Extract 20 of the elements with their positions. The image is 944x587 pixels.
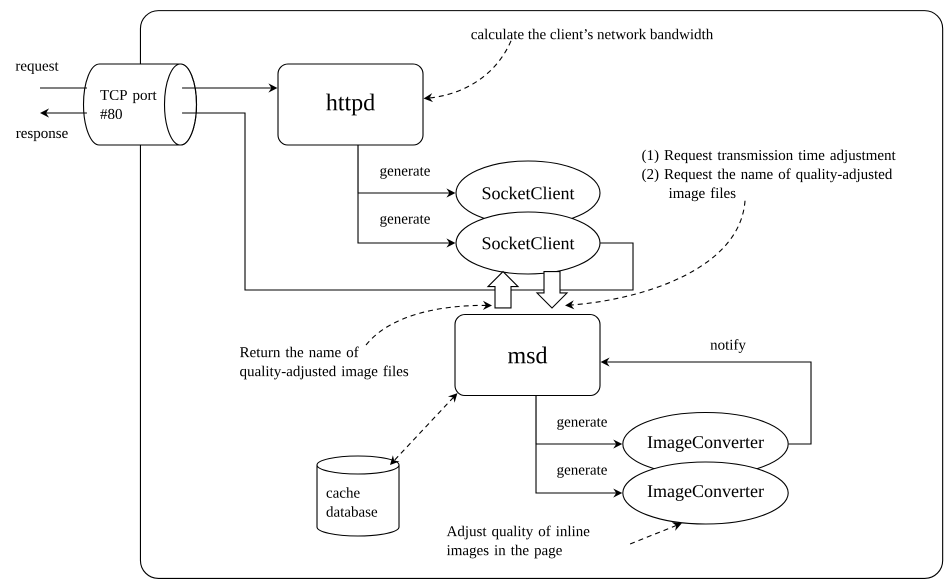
edge-label: response bbox=[14, 130, 70, 142]
edge-label: generate bbox=[556, 465, 608, 479]
block-arrow bbox=[536, 271, 568, 309]
edge-label: generate bbox=[556, 417, 608, 431]
edge-label: request bbox=[14, 61, 60, 75]
dashed-arrow bbox=[390, 393, 458, 465]
annotation-text: Adjust quality of inline images in the page bbox=[446, 526, 590, 558]
annotation-text: calculate the client’s network bandwidth bbox=[471, 28, 714, 40]
connector-line bbox=[182, 112, 634, 291]
edge-label: notify bbox=[709, 338, 747, 354]
edge-label: generate bbox=[378, 214, 432, 228]
process-box: msd bbox=[454, 314, 601, 396]
database-cylinder: cache database bbox=[316, 455, 400, 537]
block-arrow bbox=[486, 270, 520, 308]
annotation-text: Return the name of quality-adjusted image files bbox=[240, 346, 408, 380]
connector-line bbox=[40, 87, 87, 89]
edge-label: generate bbox=[378, 166, 432, 180]
port-cylinder: TCP port #80 bbox=[82, 63, 198, 146]
annotation-text: (1) Request transmission time adjustment (2) Request the name of quality-adjusted image files bbox=[642, 150, 896, 202]
process-box: httpd bbox=[277, 63, 424, 146]
